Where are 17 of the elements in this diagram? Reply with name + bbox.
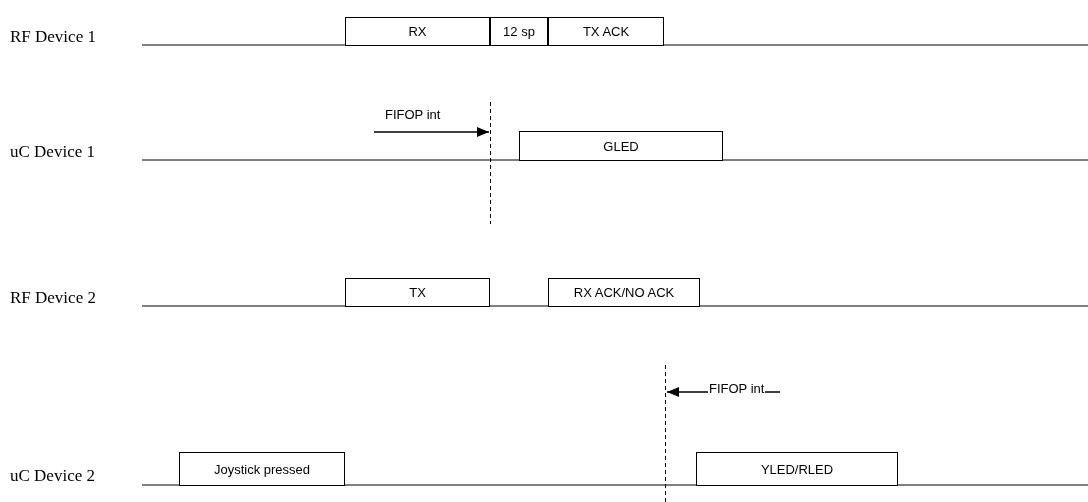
timing-box: RX ACK/NO ACK (548, 278, 700, 307)
timing-box: Joystick pressed (179, 452, 345, 486)
lane-label: RF Device 1 (10, 27, 96, 47)
marker-line (664, 365, 667, 502)
timing-box: YLED/RLED (696, 452, 898, 486)
marker-line (489, 102, 492, 224)
edge-label: FIFOP int (708, 381, 766, 396)
arrow (373, 127, 490, 137)
lane-label: uC Device 2 (10, 466, 95, 486)
timing-box: TX ACK (548, 17, 664, 46)
lane-label: RF Device 2 (10, 288, 96, 308)
timing-box: GLED (519, 131, 723, 161)
lane-label: uC Device 1 (10, 142, 95, 162)
timing-box: 12 sp (490, 17, 548, 46)
edge-label: FIFOP int (384, 107, 442, 122)
timing-box: RX (345, 17, 490, 46)
timing-box: TX (345, 278, 490, 307)
